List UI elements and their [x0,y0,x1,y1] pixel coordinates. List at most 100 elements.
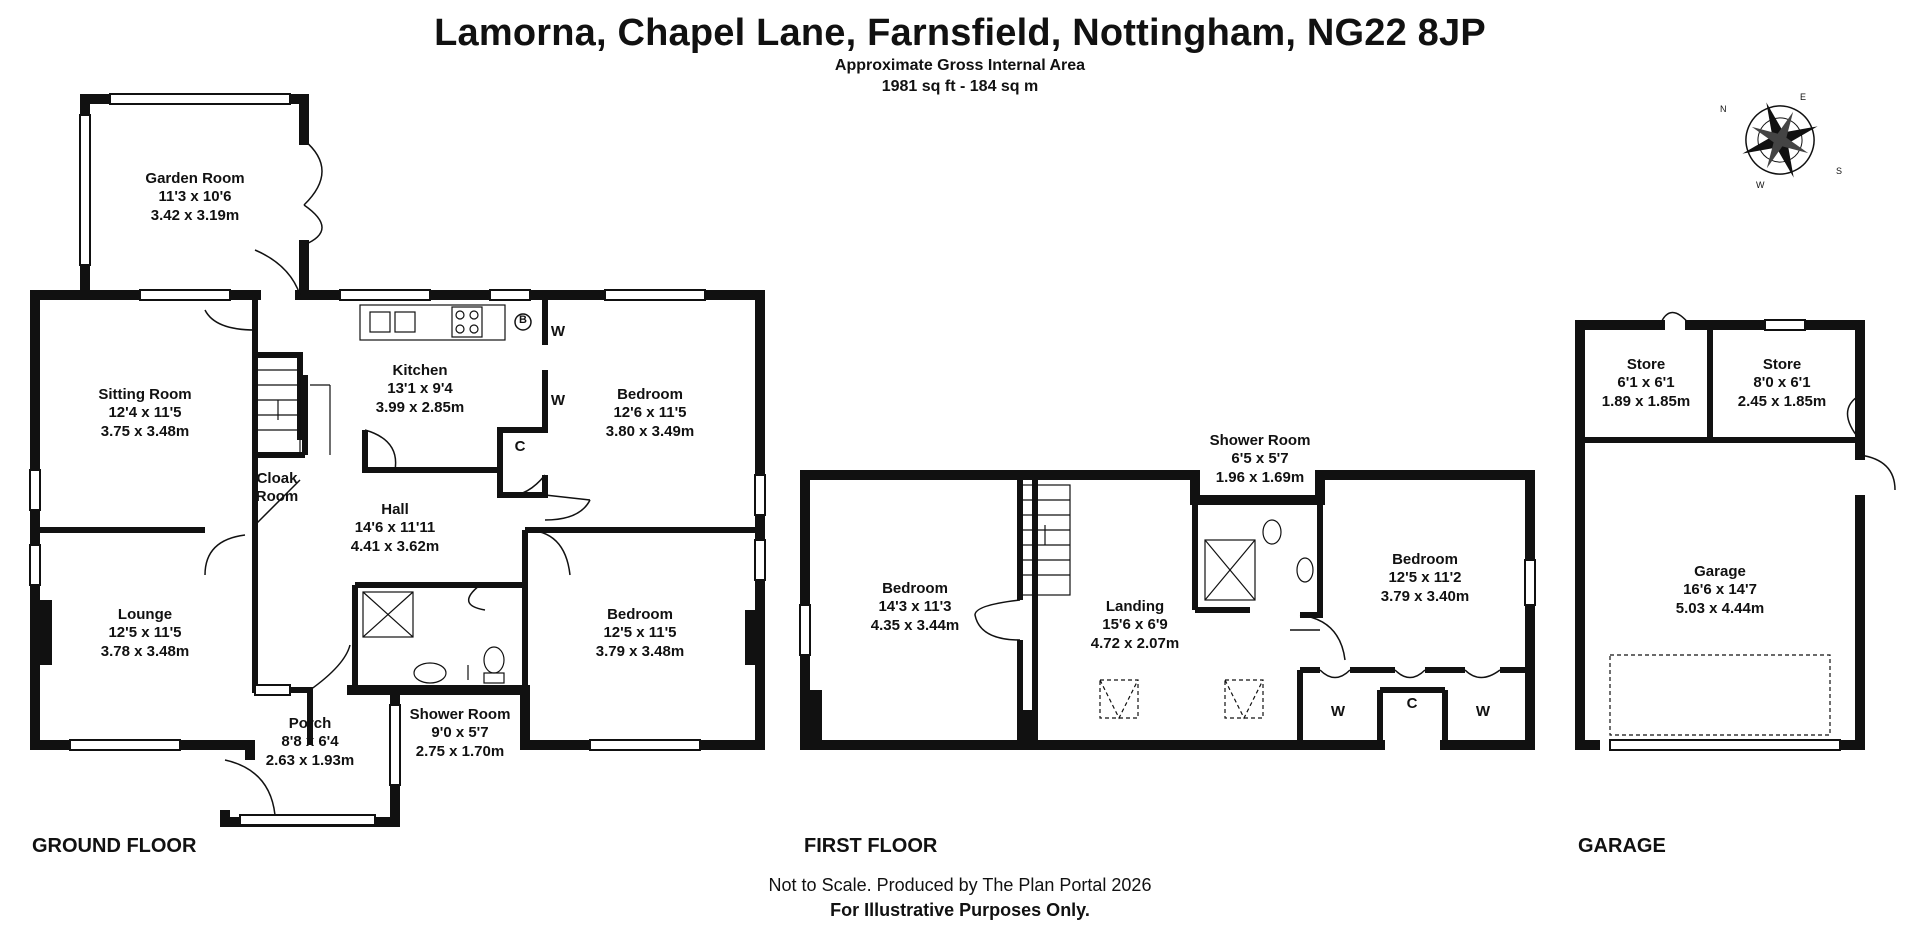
cupboard-label-ground: C [514,438,526,455]
area-label: Approximate Gross Internal Area [834,57,1086,74]
first-floor-doors [974,599,1501,679]
kitchen-fittings [359,304,532,341]
room-name: Shower Room [409,706,511,723]
room-name: Bedroom [617,386,683,403]
wardrobe-label-3: W [1330,703,1346,720]
room-lounge: Lounge 12'5 x 11'5 3.78 x 3.48m [65,606,225,661]
room-garden-room: Garden Room 11'3 x 10'6 3.42 x 3.19m [115,170,275,225]
room-metric: 4.35 x 3.44m [870,616,960,634]
room-name: Shower Room [1209,432,1311,449]
room-name: Bedroom [882,580,948,597]
room-bedroom-ground-1: Bedroom 12'6 x 11'5 3.80 x 3.49m [570,386,730,441]
first-floor-windows [799,559,1536,656]
room-metric: 3.42 x 3.19m [150,206,240,224]
room-name: Landing [1105,598,1165,615]
room-name: Garden Room [145,170,245,187]
room-imperial: 16'6 x 14'7 [1683,581,1757,599]
roof-windows [1099,679,1264,720]
room-name: Bedroom [1392,551,1458,568]
room-name: Store [1762,356,1802,373]
ground-floor-chimneys [40,600,757,665]
room-imperial: 15'6 x 6'9 [1102,616,1168,634]
ground-floor-label: GROUND FLOOR [32,835,197,857]
first-floor-stairs [1019,484,1071,596]
boiler-label: B [519,314,527,326]
room-imperial: 12'5 x 11'5 [603,624,677,642]
ground-shower-fittings [362,591,505,684]
room-metric: 1.96 x 1.69m [1215,468,1305,486]
room-imperial: 8'0 x 6'1 [1753,374,1811,392]
room-imperial: 11'3 x 10'6 [158,188,232,206]
room-imperial: 12'6 x 11'5 [613,404,687,422]
room-imperial: 6'1 x 6'1 [1617,374,1675,392]
room-metric: 3.79 x 3.40m [1380,587,1470,605]
first-floor-label: FIRST FLOOR [804,835,938,857]
first-floor-inner-walls [1017,475,1530,745]
room-imperial: 8'8 x 6'4 [281,733,339,751]
wardrobe-label-2: W [550,392,566,409]
room-name: Garage [1694,563,1746,580]
room-bedroom-ground-2: Bedroom 12'5 x 11'5 3.79 x 3.48m [560,606,720,661]
room-name: Hall [381,501,409,518]
room-store-2: Store 8'0 x 6'1 2.45 x 1.85m [1722,356,1842,411]
room-name-line2: Room [255,488,299,506]
room-bedroom-first-2: Bedroom 12'5 x 11'2 3.79 x 3.40m [1345,551,1505,606]
room-metric: 5.03 x 4.44m [1675,599,1765,617]
room-porch: Porch 8'8 x 6'4 2.63 x 1.93m [240,715,380,770]
area-value: 1981 sq ft - 184 sq m [881,78,1039,95]
room-name: Kitchen [392,362,448,379]
garage-windows [1609,319,1841,751]
room-name: Porch [288,715,332,732]
room-metric: 3.99 x 2.85m [375,398,465,416]
garage-inner-walls [1580,325,1863,443]
room-shower-room-ground: Shower Room 9'0 x 5'7 2.75 x 1.70m [395,706,525,761]
cupboard-label-first: C [1406,695,1418,712]
room-imperial: 9'0 x 5'7 [431,724,489,742]
room-garage: Garage 16'6 x 14'7 5.03 x 4.44m [1650,563,1790,618]
room-metric: 3.75 x 3.48m [100,422,190,440]
room-name: Sitting Room [98,386,192,403]
compass-rose [1742,102,1818,178]
disclaimer-illustrative: For Illustrative Purposes Only. [830,900,1090,920]
ground-floor-windows [29,93,766,826]
parked-car-outline [1609,654,1831,736]
room-metric: 4.72 x 2.07m [1090,634,1180,652]
compass-w: W [1756,180,1765,190]
room-store-1: Store 6'1 x 6'1 1.89 x 1.85m [1586,356,1706,411]
room-landing: Landing 15'6 x 6'9 4.72 x 2.07m [1055,598,1215,653]
room-metric: 3.79 x 3.48m [595,642,685,660]
room-name-line1: Cloak [256,470,298,487]
first-shower-fittings [1204,519,1314,601]
room-imperial: 6'5 x 5'7 [1231,450,1289,468]
room-metric: 2.63 x 1.93m [265,751,355,769]
room-metric: 3.80 x 3.49m [605,422,695,440]
disclaimer-scale: Not to Scale. Produced by The Plan Porta… [768,875,1152,895]
compass-e: E [1800,92,1807,102]
room-metric: 2.45 x 1.85m [1737,392,1827,410]
room-metric: 2.75 x 1.70m [415,742,505,760]
property-address-title: Lamorna, Chapel Lane, Farnsfield, Nottin… [434,12,1486,54]
room-metric: 3.78 x 3.48m [100,642,190,660]
room-imperial: 12'5 x 11'5 [108,624,182,642]
room-imperial: 12'5 x 11'2 [1388,569,1462,587]
room-bedroom-first-1: Bedroom 14'3 x 11'3 4.35 x 3.44m [835,580,995,635]
wardrobe-label-4: W [1475,703,1491,720]
garage-doors [1659,311,1896,491]
room-kitchen: Kitchen 13'1 x 9'4 3.99 x 2.85m [340,362,500,417]
room-sitting-room: Sitting Room 12'4 x 11'5 3.75 x 3.48m [65,386,225,441]
room-name: Lounge [117,606,173,623]
ground-floor-doors [204,139,591,816]
room-shower-room-first: Shower Room 6'5 x 5'7 1.96 x 1.69m [1180,432,1340,487]
room-imperial: 12'4 x 11'5 [108,404,182,422]
room-imperial: 14'3 x 11'3 [878,598,952,616]
room-cloak-room: Cloak Room [252,470,302,507]
room-imperial: 13'1 x 9'4 [387,380,453,398]
wardrobe-label-1: W [550,323,566,340]
compass-s: S [1836,166,1843,176]
room-name: Store [1626,356,1666,373]
room-imperial: 14'6 x 11'11 [354,519,436,537]
garage-label: GARAGE [1578,835,1666,857]
first-floor-chimney [810,690,1035,745]
ground-floor-stairs [254,354,331,456]
